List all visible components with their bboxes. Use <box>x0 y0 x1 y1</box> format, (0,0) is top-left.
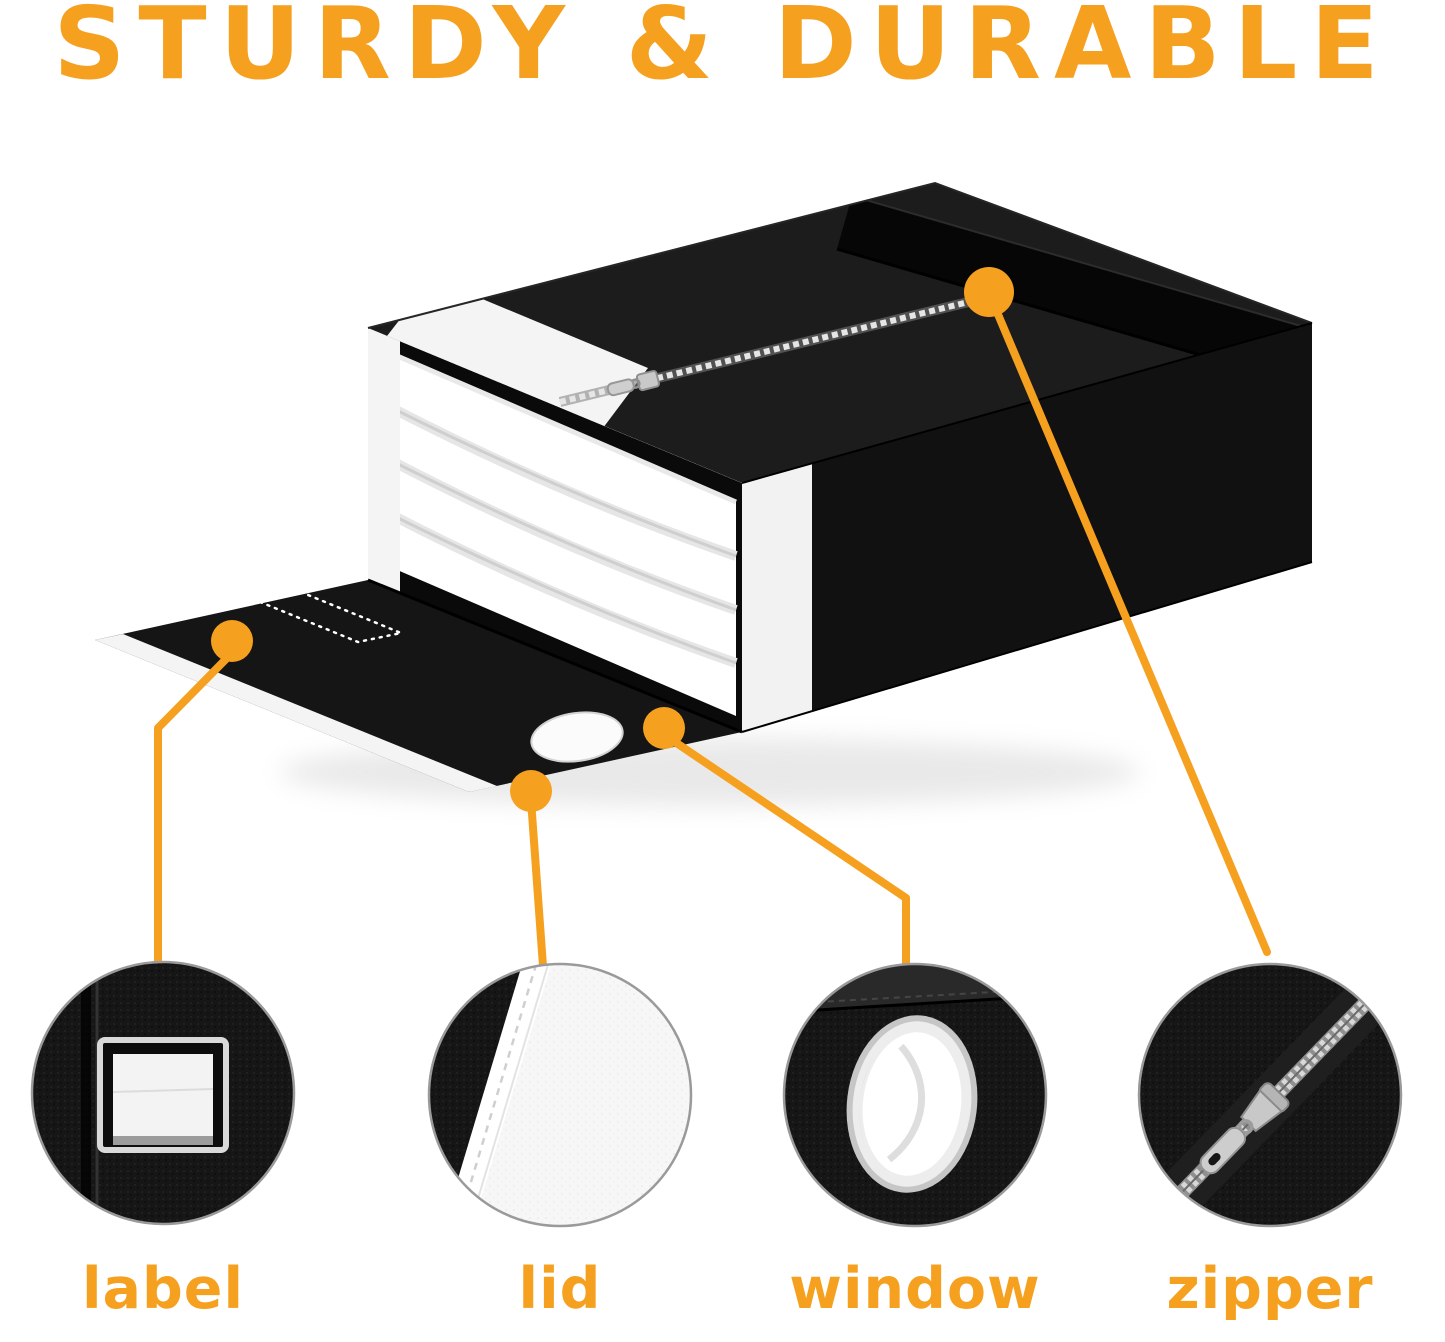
side-white-stripe <box>742 463 812 732</box>
window-oval-icon <box>846 1015 978 1193</box>
callout-line-zipper <box>993 308 1271 956</box>
detail-circle-zipper <box>1137 962 1403 1228</box>
storage-box <box>95 181 1313 792</box>
zipper-slider-icon <box>1199 1082 1290 1175</box>
lid-strap <box>837 196 1312 389</box>
bedding-stack <box>385 349 738 716</box>
open-lid-flap <box>95 578 743 792</box>
detail-circle-label <box>30 960 296 1226</box>
callout-dot-window <box>643 707 685 749</box>
caption-window: window <box>789 1256 1041 1322</box>
callout-line-window <box>668 736 910 970</box>
lid-finger-hole <box>530 711 624 763</box>
top-zipper <box>558 291 995 407</box>
headline: STURDY & DURABLE <box>53 0 1392 102</box>
detail-circle-window <box>782 962 1048 1228</box>
zipper-pull-icon <box>606 369 660 397</box>
box-opening <box>368 328 742 732</box>
callout-line-label <box>154 651 234 970</box>
left-rim-stripe <box>368 328 400 594</box>
callout-dots <box>211 267 1014 812</box>
caption-label: label <box>81 1256 245 1322</box>
detail-circle-lid <box>427 962 693 1228</box>
callout-dot-lid <box>510 770 552 812</box>
lid-label-stitch-area <box>238 584 406 644</box>
flap-white-stripe <box>95 634 497 792</box>
callout-lines <box>154 308 1271 970</box>
box-side-face <box>741 322 1313 733</box>
label-pocket-icon <box>97 1037 229 1153</box>
callout-line-lid <box>527 796 547 970</box>
callout-dot-zipper <box>964 267 1014 317</box>
callout-dot-label <box>211 620 253 662</box>
caption-zipper: zipper <box>1166 1256 1374 1322</box>
caption-lid: lid <box>518 1256 602 1322</box>
